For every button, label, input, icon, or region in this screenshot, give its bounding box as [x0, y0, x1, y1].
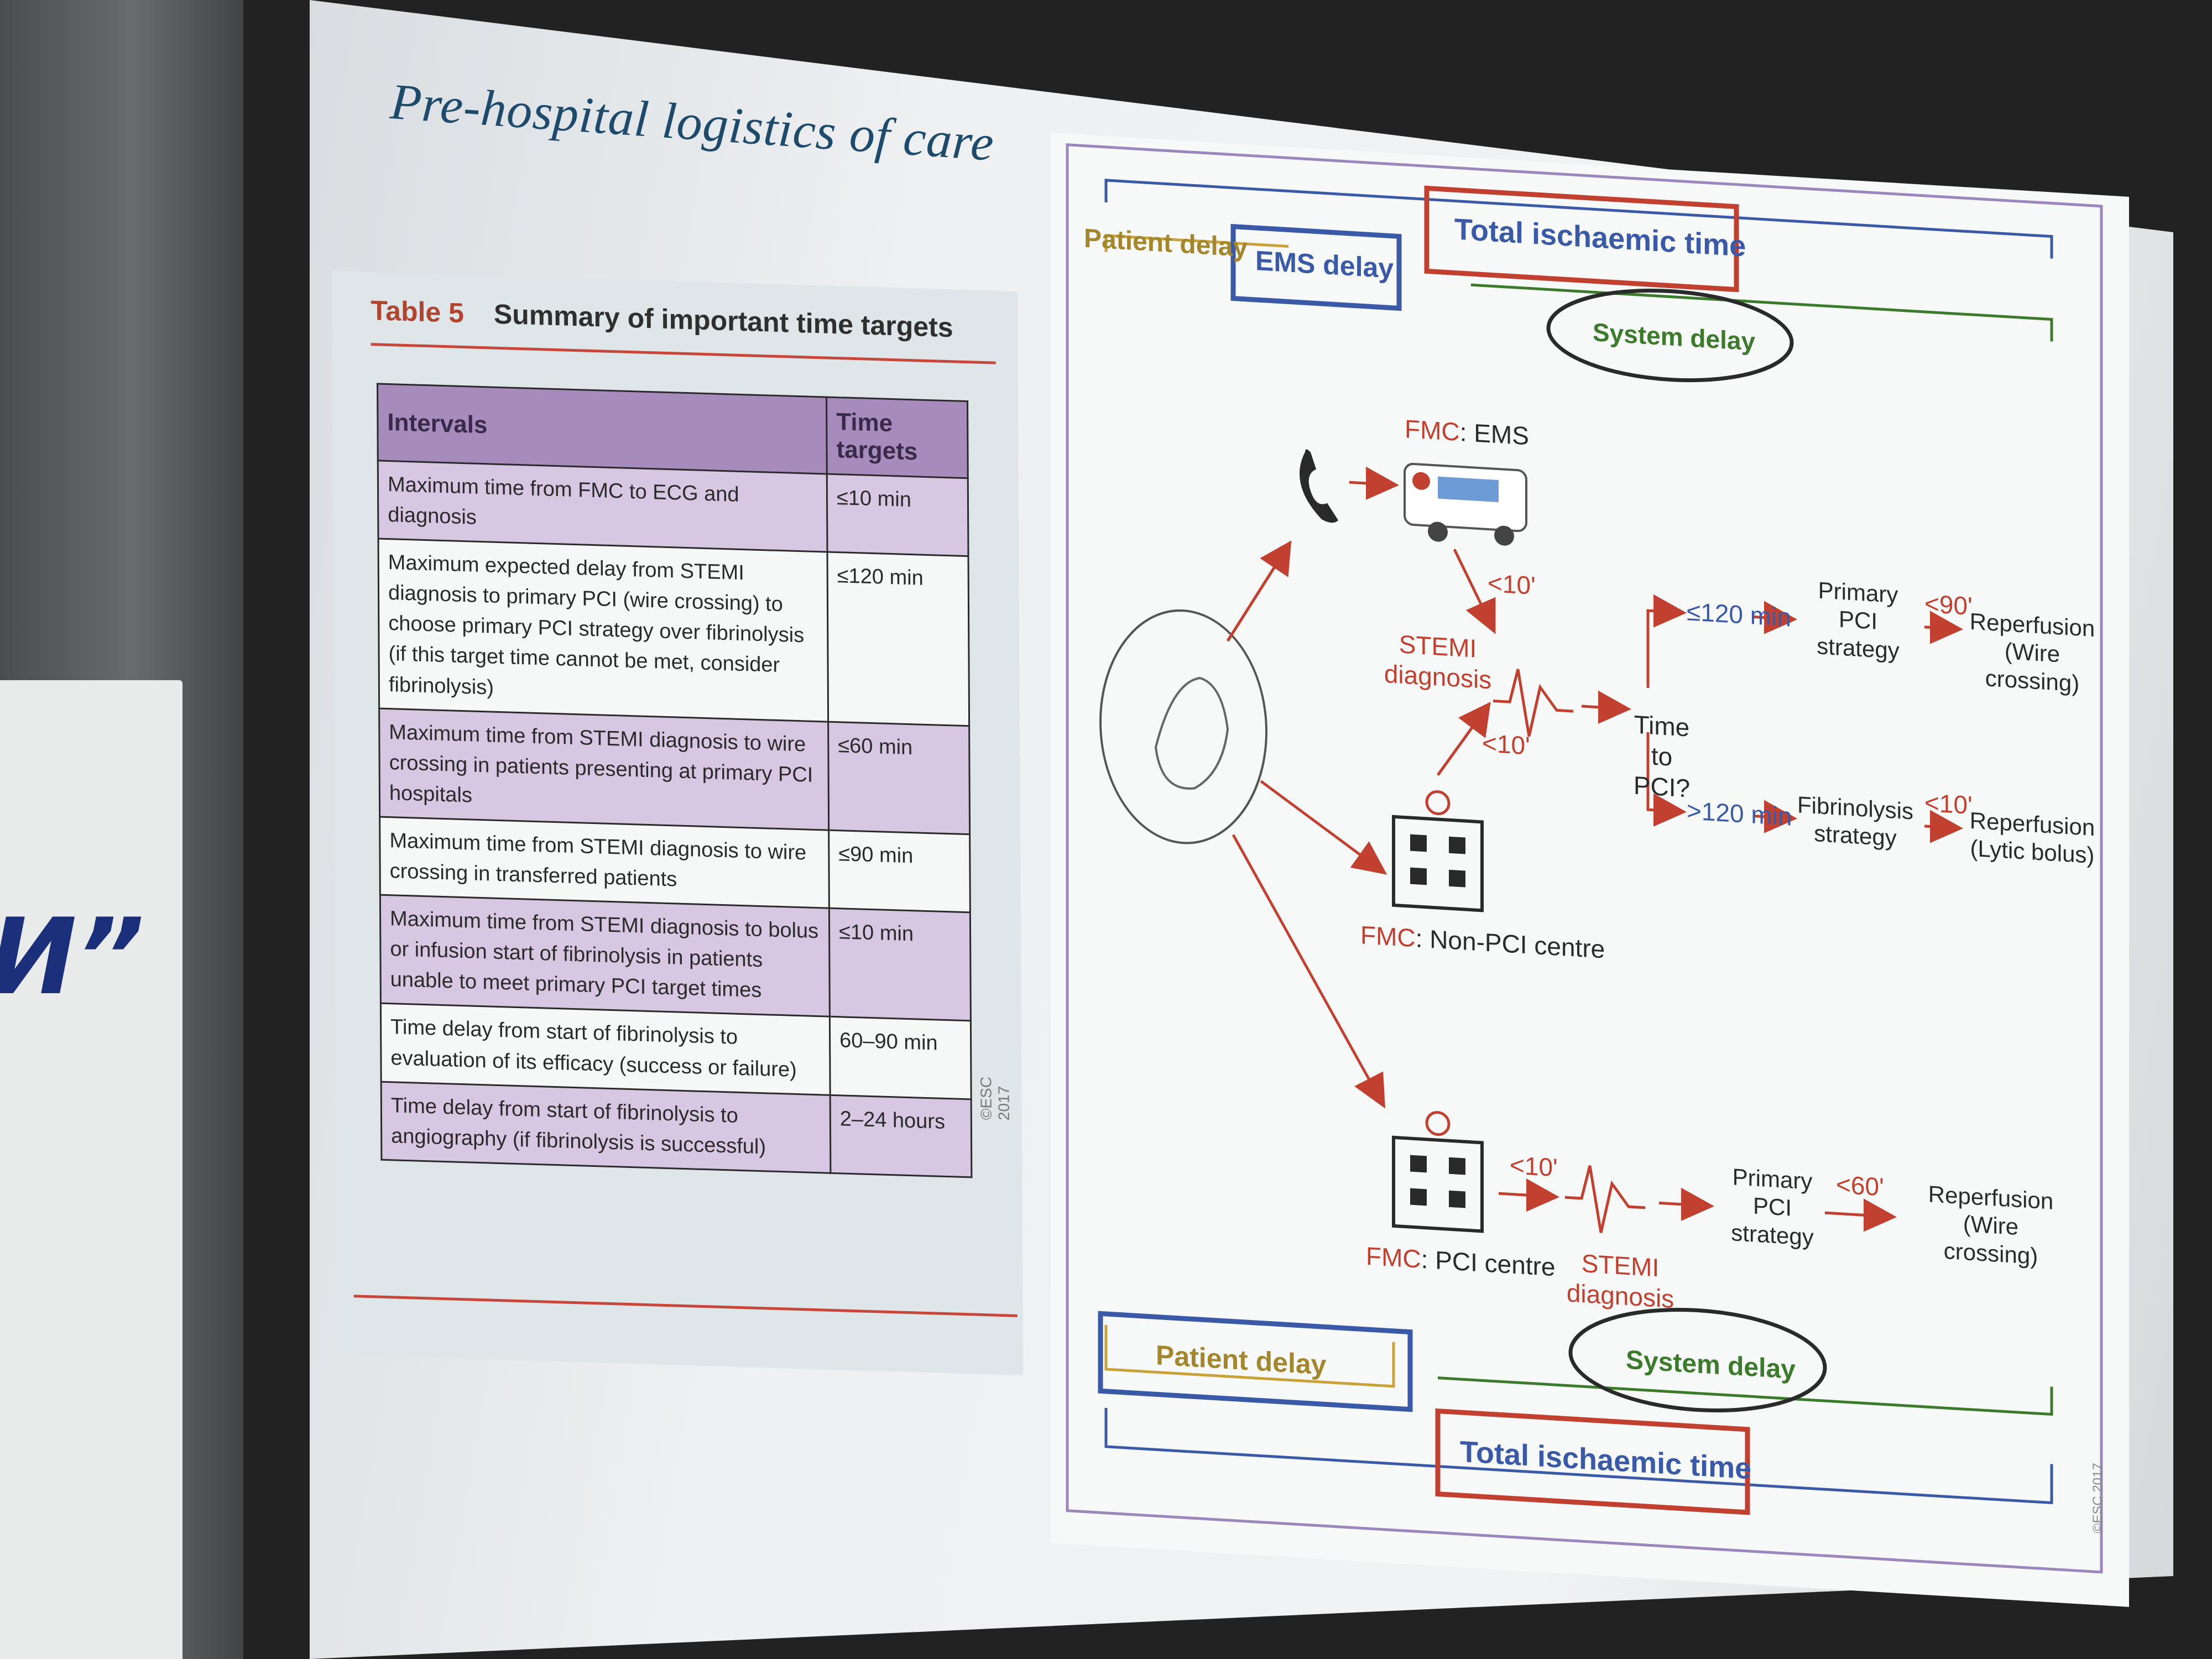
bottom-total-bracket [1104, 1407, 2053, 1505]
interval-cell: Maximum time from STEMI diagnosis to wir… [379, 817, 830, 909]
time-targets-table: Intervals Time targets Maximum time from… [377, 383, 972, 1178]
wall-banner-text: И” [0, 896, 145, 1018]
system-delay-highlight [1546, 288, 1794, 383]
wall-banner [0, 680, 182, 1659]
table-row: Maximum time from STEMI diagnosis to bol… [380, 895, 971, 1021]
patient-figure [1154, 676, 1229, 790]
ecg-trace-icon [1565, 1165, 1645, 1233]
hospital-icon [1392, 1111, 1484, 1233]
top-patient-bracket [1104, 234, 1288, 253]
bottom-patient-highlight [1098, 1311, 1413, 1412]
top-total-bracket [1104, 179, 2053, 259]
lt10-label: <10' [1482, 728, 1530, 760]
logistics-diagram: Total ischaemic time Patient delay EMS d… [1051, 133, 2129, 1607]
interval-cell: Time delay from start of fibrinolysis to… [380, 1003, 831, 1095]
ecg-trace-icon [1493, 669, 1573, 737]
total-ischaemic-highlight [1424, 185, 1739, 293]
primary-pci-strategy-label: Primary PCI strategy [1817, 577, 1900, 664]
interval-cell: Maximum time from STEMI diagnosis to wir… [379, 708, 829, 831]
reperfusion-wire-label: Reperfusion (Wire crossing) [1969, 608, 2095, 697]
lt10-label: <10' [1510, 1150, 1558, 1182]
top-system-bracket [1471, 283, 2053, 342]
interval-cell: Maximum expected delay from STEMI diagno… [378, 539, 828, 722]
bottom-patient-bracket [1104, 1324, 1395, 1388]
bottom-system-highlight [1568, 1307, 1827, 1413]
stemi-diagnosis-label: STEMI diagnosis [1384, 629, 1492, 695]
ems-delay-highlight [1230, 223, 1402, 311]
reperfusion-wire-label: Reperfusion (Wire crossing) [1928, 1181, 2054, 1269]
bottom-total-highlight [1435, 1408, 1750, 1515]
table-row: Maximum expected delay from STEMI diagno… [378, 539, 969, 726]
fmc-ems-prefix: FMC [1405, 414, 1460, 446]
interval-cell: Maximum time from FMC to ECG and diagnos… [378, 460, 828, 552]
target-cell: ≤120 min [827, 552, 969, 726]
interval-cell: Time delay from start of fibrinolysis to… [381, 1081, 831, 1173]
bottom-system-bracket [1438, 1376, 2053, 1416]
lt90-label: <90' [1924, 588, 1973, 621]
phone-icon [1300, 449, 1338, 523]
primary-pci-strategy-label: Primary PCI strategy [1731, 1164, 1814, 1250]
table-row: Maximum time from STEMI diagnosis to wir… [379, 708, 970, 834]
fmc-non-pci-prefix: FMC [1360, 920, 1416, 953]
target-cell: 2–24 hours [830, 1094, 972, 1177]
interval-cell: Maximum time from STEMI diagnosis to bol… [380, 895, 830, 1017]
le120-label: ≤120 min [1687, 597, 1791, 632]
patient-circle [1099, 609, 1267, 844]
fmc-pci-prefix: FMC [1366, 1241, 1421, 1274]
lt10-label: <10' [1924, 787, 1973, 820]
target-cell: 60–90 min [830, 1016, 972, 1099]
table-copyright: ©ESC 2017 [977, 1076, 1013, 1121]
table-number: Table 5 [371, 295, 465, 329]
column-header-intervals: Intervals [377, 383, 827, 474]
target-cell: ≤90 min [828, 830, 971, 912]
diagram-copyright: ©ESC 2017 [2090, 1462, 2105, 1534]
fmc-ems-suffix: : EMS [1459, 417, 1529, 451]
time-targets-table-panel: Table 5 Summary of important time target… [332, 271, 1024, 1376]
target-cell: ≤10 min [827, 474, 969, 556]
gt120-label: >120 min [1687, 796, 1792, 831]
diagram-lines [1066, 143, 2103, 1574]
table-bottom-rule [353, 1295, 1018, 1317]
column-header-time-targets: Time targets [826, 397, 968, 478]
table-caption: Table 5 Summary of important time target… [371, 294, 953, 343]
reperfusion-lytic-label: Reperfusion (Lytic bolus) [1969, 807, 2095, 869]
outer-frame [1066, 143, 2103, 1574]
stemi-diagnosis-label: STEMI diagnosis [1566, 1249, 1674, 1314]
time-to-pci-label: Time to PCI? [1633, 709, 1691, 804]
caption-rule [371, 343, 996, 364]
lt10-label: <10' [1488, 568, 1536, 601]
fibrinolysis-strategy-label: Fibrinolysis strategy [1797, 791, 1914, 852]
hospital-icon [1392, 790, 1484, 912]
lt60-label: <60' [1836, 1170, 1884, 1202]
target-cell: ≤60 min [828, 721, 970, 834]
target-cell: ≤10 min [829, 908, 971, 1021]
table-caption-text: Summary of important time targets [493, 298, 953, 343]
